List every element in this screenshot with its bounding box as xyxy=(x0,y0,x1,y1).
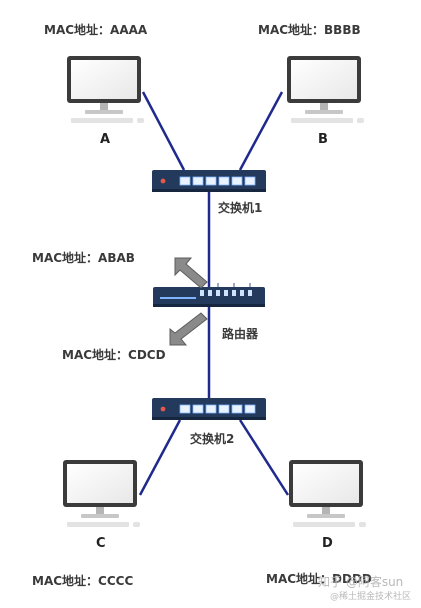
switch1-label: 交换机1 xyxy=(218,201,263,215)
link-b-switch1 xyxy=(238,91,284,171)
host-a-name: A xyxy=(100,132,111,147)
link-switch2-c xyxy=(138,419,182,496)
host-b-mac-label: MAC地址：BBBB xyxy=(258,23,361,37)
network-links xyxy=(138,91,290,496)
switch2-icon xyxy=(151,397,267,421)
arrow-up-left-icon xyxy=(174,257,208,289)
router-label: 路由器 xyxy=(222,327,259,341)
host-a-mac-label: MAC地址：AAAA xyxy=(44,23,148,37)
host-d-name: D xyxy=(322,536,333,551)
host-c-name: C xyxy=(96,536,106,551)
switch2-label: 交换机2 xyxy=(190,432,235,446)
link-switch2-d xyxy=(238,419,290,496)
watermark-juejin: @稀土掘金技术社区 xyxy=(330,592,412,602)
computer-c-icon xyxy=(63,460,140,527)
watermark-zhihu: 知乎 @阿客sun xyxy=(318,575,404,589)
router-mac-lower-label: MAC地址：CDCD xyxy=(62,348,166,362)
computer-d-icon xyxy=(289,460,366,527)
arrow-down-left-icon xyxy=(169,312,208,346)
host-c-mac-label: MAC地址：CCCC xyxy=(32,574,134,588)
host-d-mac-label: MAC地址：DDDD xyxy=(266,572,372,586)
link-a-switch1 xyxy=(141,91,186,171)
router-mac-upper-label: MAC地址：ABAB xyxy=(32,251,135,265)
computer-b-icon xyxy=(287,56,364,123)
computer-a-icon xyxy=(67,56,144,123)
host-b-name: B xyxy=(318,132,328,147)
switch1-icon xyxy=(151,169,267,193)
